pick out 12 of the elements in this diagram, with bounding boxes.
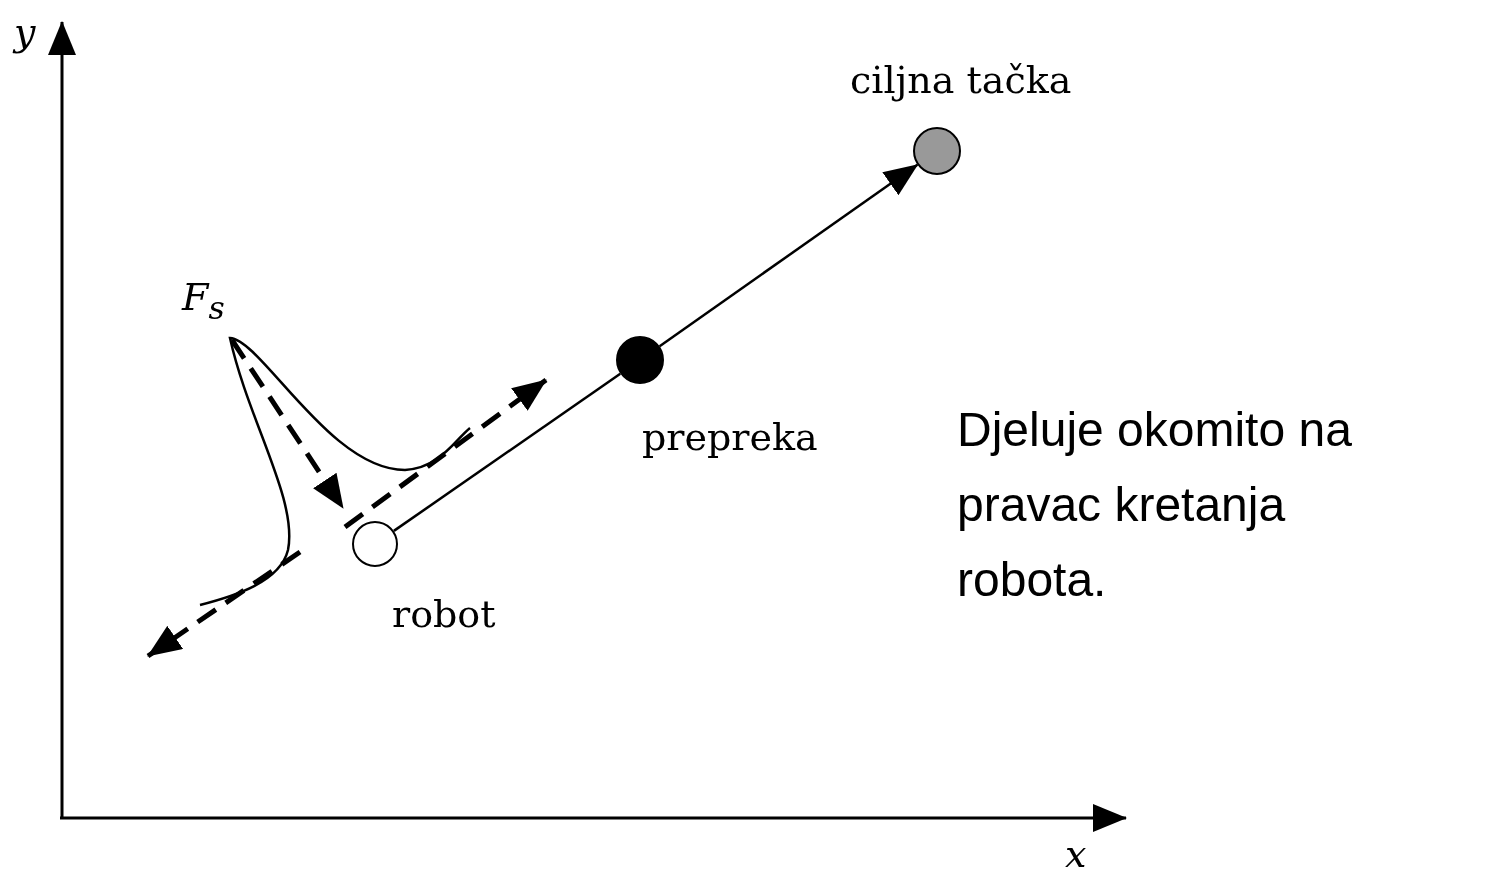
force-label: F$_{s}$ <box>182 275 225 326</box>
line <box>393 372 621 532</box>
note-text: Djeluje okomito na pravac kretanja robota. <box>957 402 1353 608</box>
circle-marker <box>913 127 961 175</box>
arrow <box>658 163 919 348</box>
node-caption: robot <box>392 592 496 636</box>
node-caption: prepreka <box>642 415 818 459</box>
circle-marker <box>616 336 664 384</box>
node-caption: ciljna tačka <box>850 58 1072 102</box>
axis-label: x <box>1065 832 1087 875</box>
circle-marker <box>352 521 398 567</box>
axis-label: y <box>14 10 36 54</box>
